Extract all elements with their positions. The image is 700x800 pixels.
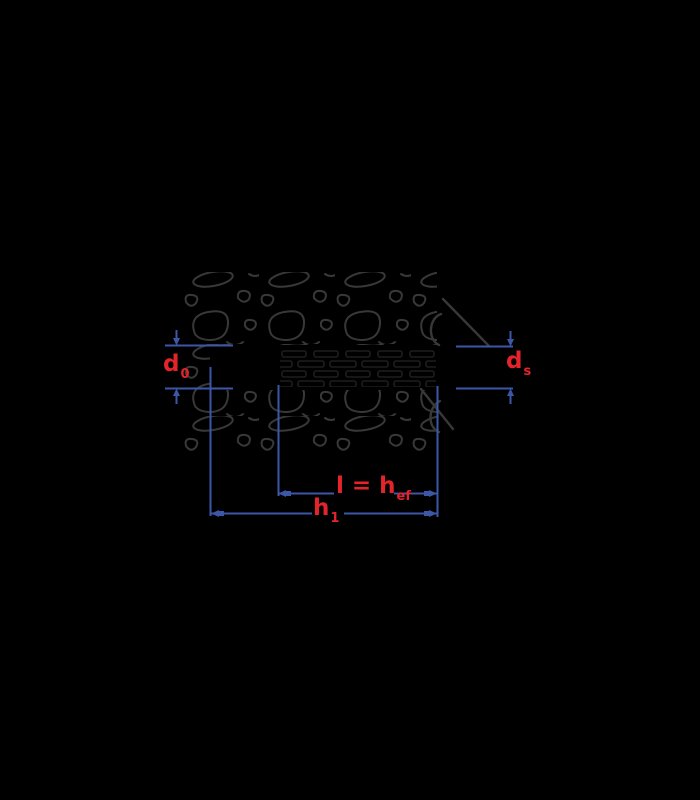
threaded-rod — [280, 349, 436, 387]
dimension-d0 — [165, 330, 233, 404]
label-hef-main: l = h — [336, 473, 396, 499]
label-ds-main: d — [506, 348, 523, 374]
dimension-label-d0: d0 — [163, 351, 190, 382]
extension-lines — [209, 367, 439, 517]
dimension-label-ds: ds — [506, 348, 531, 379]
label-d0-main: d — [163, 351, 180, 377]
dimension-h1 — [211, 510, 437, 517]
dimension-label-h1: h1 — [313, 495, 339, 526]
label-ds-subscript: s — [523, 364, 532, 379]
label-h1-main: h — [313, 495, 330, 521]
label-d0-subscript: 0 — [180, 367, 190, 382]
label-h1-subscript: 1 — [330, 511, 340, 526]
dimension-hef — [278, 490, 437, 497]
label-hef-subscript: ef — [396, 489, 412, 504]
dimension-label-hef: l = hef — [336, 473, 411, 504]
dimension-ds — [456, 331, 514, 404]
